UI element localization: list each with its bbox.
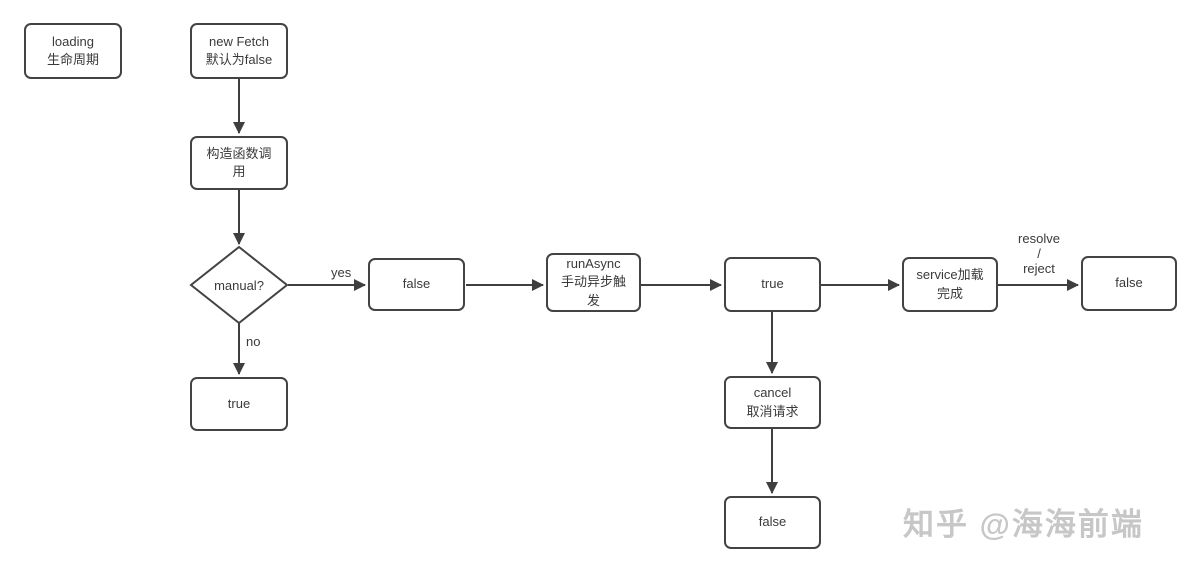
node-cancel-request: cancel 取消请求	[724, 376, 821, 429]
node-loading-true: true	[724, 257, 821, 312]
edge-label-no: no	[246, 334, 261, 349]
node-run-async: runAsync 手动异步触 发	[546, 253, 641, 312]
edge-label-resolve-reject: resolve / reject	[1018, 231, 1060, 276]
node-manual-no-true-label: true	[227, 395, 251, 411]
node-service-loaded-label: service加载 完成	[916, 267, 984, 301]
node-legend: loading 生命周期	[24, 23, 122, 79]
node-loading-true-label: true	[761, 276, 784, 292]
node-manual-decision-label: manual?	[214, 278, 264, 293]
node-constructor-call-label: 构造函数调 用	[206, 145, 272, 179]
node-cancel-request-label: cancel 取消请求	[746, 385, 799, 419]
node-new-fetch-label: new Fetch 默认为false	[205, 33, 273, 67]
node-resolved-false-label: false	[1115, 275, 1143, 291]
zhihu-watermark: 知乎 @海海前端	[903, 507, 1144, 542]
node-run-async-label: runAsync 手动异步触 发	[560, 255, 626, 308]
node-resolved-false: false	[1081, 256, 1177, 311]
node-service-loaded: service加载 完成	[902, 257, 998, 312]
node-cancelled-false-label: false	[758, 514, 787, 530]
node-manual-no-true: true	[190, 377, 288, 431]
node-legend-label: loading 生命周期	[46, 33, 99, 67]
node-manual-yes-false-label: false	[402, 276, 431, 292]
node-manual-yes-false: false	[368, 258, 465, 311]
node-constructor-call: 构造函数调 用	[190, 136, 288, 190]
edge-label-yes: yes	[331, 265, 352, 280]
node-cancelled-false: false	[724, 496, 821, 549]
decision-diamond-shape	[189, 245, 289, 325]
node-new-fetch: new Fetch 默认为false	[190, 23, 288, 79]
